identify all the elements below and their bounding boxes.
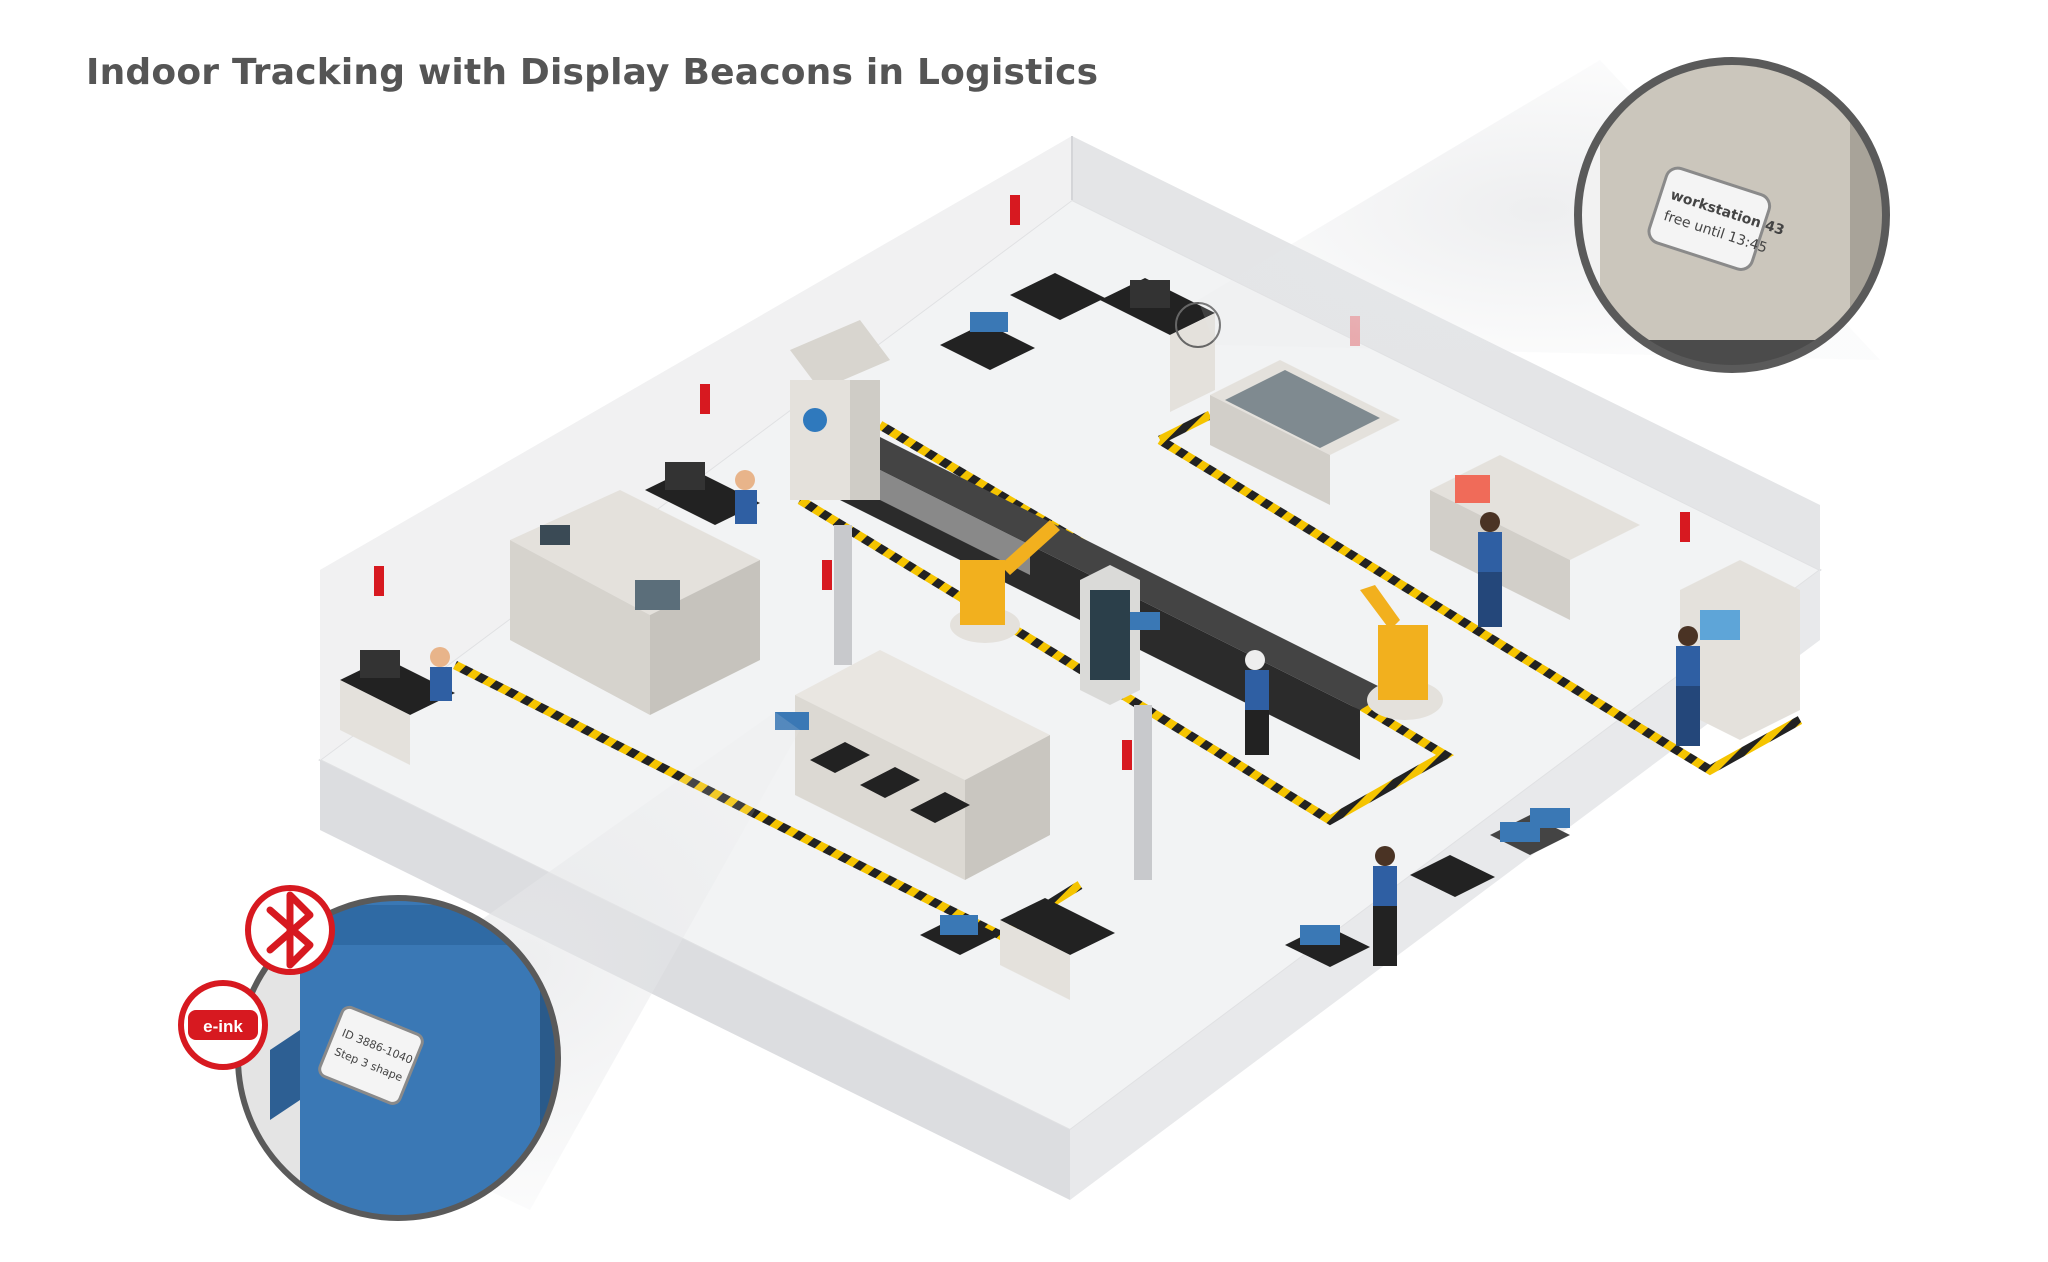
desks [340,273,1570,1000]
worker [1373,846,1397,966]
bluetooth-icon [266,891,314,969]
display-beacon-label: workstation 43 free until 13:45 [1647,166,1786,271]
worker [735,470,757,524]
hopper-machine [790,320,890,500]
eink-label: e-ink [203,1017,243,1036]
bin-display-label: ID 3886-1040 Step 3 shape [318,1005,424,1105]
roller-machine [1210,360,1400,505]
pillars [822,525,1152,880]
wall-beacon [700,384,710,414]
workstation-callout: workstation 43 free until 13:45 [1574,57,1890,373]
worker [1676,626,1700,746]
worker [1245,650,1269,755]
press-machine [795,650,1050,880]
worker [1478,512,1502,627]
robot-arms [950,520,1443,720]
page-title: Indoor Tracking with Display Beacons in … [86,52,1099,93]
control-cabinet [1680,560,1800,740]
walls [320,136,1820,760]
worker [430,647,452,701]
wall-beacon [1680,512,1690,542]
server-racks [1080,565,1140,705]
blue-bins [775,312,1570,945]
workers [430,470,1700,966]
wall-beacon [374,566,384,596]
lathe-machine-left [510,490,760,715]
bluetooth-badge [245,885,335,975]
eink-badge: e-ink [178,980,268,1070]
wall-beacon [1010,195,1020,225]
